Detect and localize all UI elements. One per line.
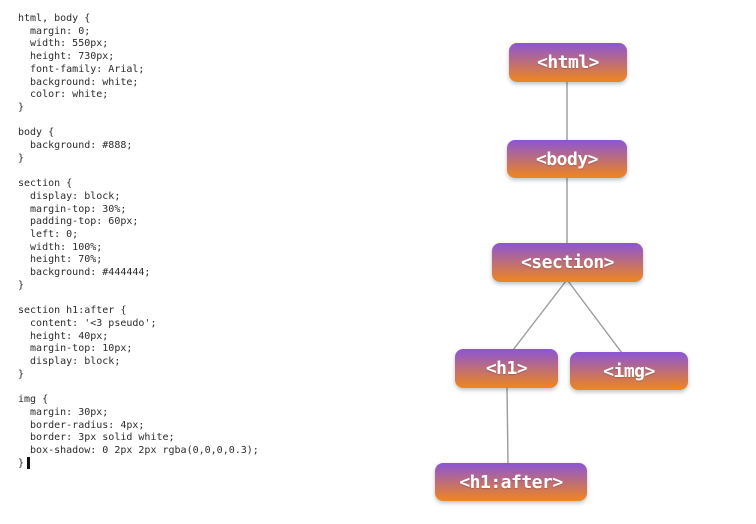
connector-h1-h1after [506, 386, 509, 465]
connector-section-img [567, 280, 623, 354]
tree-node-h1: <h1> [455, 349, 558, 388]
connector-section-h1 [512, 280, 567, 351]
tree-node-section: <section> [492, 243, 643, 282]
tree-node-body: <body> [507, 140, 627, 178]
tree-node-h1-after: <h1:after> [435, 463, 587, 501]
css-code[interactable]: html, body { margin: 0; width: 550px; he… [18, 13, 259, 469]
css-code-editor[interactable]: html, body { margin: 0; width: 550px; he… [0, 0, 440, 524]
tree-node-img: <img> [570, 352, 688, 390]
text-cursor [27, 457, 30, 469]
tree-node-html: <html> [509, 43, 627, 82]
